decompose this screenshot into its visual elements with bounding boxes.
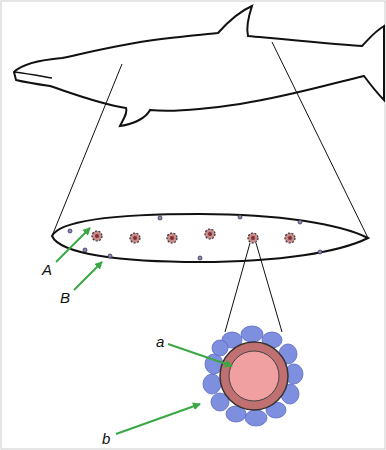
small-dots: [68, 215, 322, 260]
part-label: b: [102, 431, 110, 446]
part-label: A: [42, 262, 52, 277]
venous-ring: [203, 326, 303, 426]
part-label: B: [60, 290, 70, 305]
zoom-line: [272, 42, 368, 238]
leader-arrows: [56, 228, 232, 434]
part-label: a: [156, 334, 164, 349]
dolphin-mouth: [14, 72, 52, 78]
zoom-line: [256, 243, 282, 332]
vessel-dots: [92, 229, 295, 243]
cross-section: [52, 214, 368, 262]
zoom-line: [225, 243, 250, 332]
dolphin-outline: [14, 6, 384, 126]
artery-lumen: [229, 351, 279, 401]
zoom-line: [52, 64, 122, 236]
artery-wall: [220, 342, 288, 410]
